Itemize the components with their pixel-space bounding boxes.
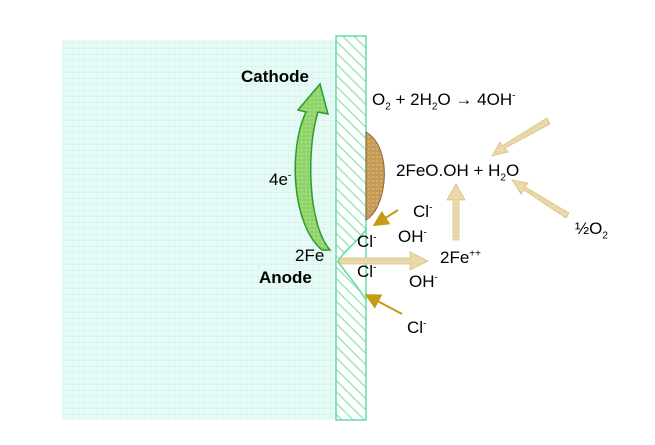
chloride-arrow-upper: [372, 209, 399, 227]
surface-layer: [335, 35, 367, 421]
chloride-ion-label: Cl-: [357, 232, 377, 251]
rust-deposit: [365, 131, 385, 221]
hydroxide-ion-label: OH-: [409, 272, 438, 291]
anode-species-label: 2Fe: [295, 246, 325, 265]
pit-cavity: [337, 227, 367, 303]
electron-label: 4e-: [269, 170, 292, 189]
oxygen-arrow: [511, 179, 570, 219]
chloride-ion-label: Cl-: [413, 202, 433, 221]
cathode-reaction: O2 + 2H2O → 4OH-: [372, 90, 516, 113]
rust-reaction: 2FeO.OH + H2O: [396, 161, 520, 184]
electron-flow-arrow: [294, 82, 332, 251]
ferrous-ion-label: 2Fe++: [440, 248, 481, 267]
fe-ion-arrow: [339, 251, 429, 271]
chloride-ion-label: Cl-: [407, 318, 427, 337]
chloride-ion-label: Cl-: [357, 262, 377, 281]
cathode-label: Cathode: [241, 67, 309, 86]
anode-label: Anode: [259, 268, 312, 287]
chloride-arrow-lower: [364, 294, 403, 315]
hydroxide-arrow: [491, 117, 551, 157]
rust-up-arrow: [446, 183, 466, 241]
metal-grid: [62, 40, 342, 420]
hydroxide-ion-label: OH-: [398, 227, 427, 246]
oxygen-label: ½O2: [575, 219, 608, 242]
